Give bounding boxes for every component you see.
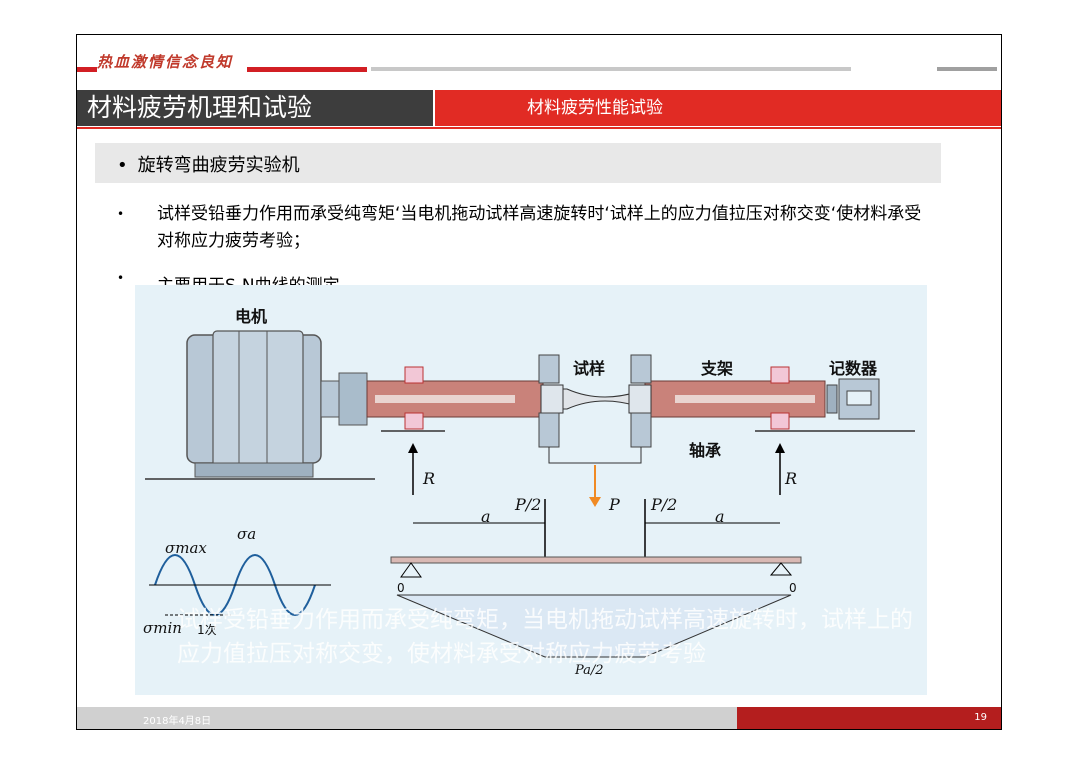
header-bar-red-2 xyxy=(247,67,367,72)
header-bar-red xyxy=(77,67,97,72)
counter-window xyxy=(846,390,872,406)
bullet-1-text: 试样受铅垂力作用而承受纯弯矩‘当电机拖动试样高速旋转时‘试样上的应力值拉压对称交… xyxy=(157,204,922,251)
bearing-label: 轴承 xyxy=(689,441,722,460)
beam xyxy=(390,556,802,564)
force-half-left: P/2 xyxy=(515,495,542,514)
machine-schematic xyxy=(145,330,915,658)
sigma-min-label: σmin xyxy=(143,619,182,637)
counter-label: 记数器 xyxy=(829,359,878,378)
counter-coupling xyxy=(826,384,838,414)
bearing xyxy=(770,366,790,384)
overlay-caption: 试样受铅垂力作用而承受纯弯矩，当电机拖动试样高速旋转时，试样上的应力值拉压对称交… xyxy=(177,607,913,667)
support-pin-left xyxy=(400,562,422,578)
span-label-left: a xyxy=(481,507,491,526)
section-heading-text: 旋转弯曲疲劳实验机 xyxy=(137,155,300,176)
bearing xyxy=(404,366,424,384)
fatigue-machine-diagram: 电机 试样 支架 记数器 轴承 R R P/2 P P/2 a a σmax σ… xyxy=(135,285,927,695)
page-number: 19 xyxy=(974,712,987,723)
title-underline xyxy=(77,127,1001,129)
bullet-dot: • xyxy=(117,207,125,221)
specimen-label: 试样 xyxy=(573,359,606,378)
header-bar-gray xyxy=(371,67,851,71)
motor-core xyxy=(212,330,304,468)
support-roller-right xyxy=(769,562,793,576)
section-title: 材料疲劳性能试验 xyxy=(527,98,663,118)
shaft-right-bore xyxy=(675,395,815,403)
bullet-dot: • xyxy=(117,155,128,176)
cycle-label: 1次 xyxy=(197,623,217,637)
force-arrow-head xyxy=(589,497,601,507)
footer-accent xyxy=(737,707,1001,729)
specimen-grip-left xyxy=(540,384,564,414)
bullet-dot: • xyxy=(117,271,125,285)
reaction-right-head xyxy=(775,443,785,453)
motor-base xyxy=(194,462,314,478)
support-label: 支架 xyxy=(701,359,734,378)
bearing-housing xyxy=(538,412,560,448)
bearing-housing xyxy=(538,354,560,384)
section-title-bar: 材料疲劳性能试验 xyxy=(435,90,1001,126)
specimen-grip-right xyxy=(628,384,652,414)
motor-label: 电机 xyxy=(235,307,268,326)
motto: 热血激情信念良知 xyxy=(97,53,234,71)
span-label-right: a xyxy=(715,507,725,526)
moment-zero-right: 0 xyxy=(789,581,797,595)
heading-box xyxy=(95,143,941,183)
moment-zero-left: 0 xyxy=(397,581,405,595)
bearing xyxy=(770,412,790,430)
reaction-label-left: R xyxy=(423,469,436,488)
bearing-housing xyxy=(630,412,652,448)
reaction-left-head xyxy=(408,443,418,453)
moment-label: Pa/2 xyxy=(575,663,604,678)
force-half-right: P/2 xyxy=(651,495,678,514)
sigma-a-label: σa xyxy=(237,525,257,543)
slide-title: 材料疲劳机理和试验 xyxy=(77,90,433,126)
reaction-label-right: R xyxy=(785,469,798,488)
bearing-housing xyxy=(630,354,652,384)
bearing xyxy=(404,412,424,430)
footer-date: 2018年4月8日 xyxy=(143,716,212,727)
motor-flange xyxy=(338,372,368,426)
force-total: P xyxy=(609,495,620,514)
sigma-max-label: σmax xyxy=(165,539,207,557)
load-hanger xyxy=(548,447,642,464)
motor-coupling xyxy=(320,380,340,418)
section-heading: • 旋转弯曲疲劳实验机 xyxy=(117,151,300,177)
shaft-left-bore xyxy=(375,395,515,403)
header-bar-gray-2 xyxy=(937,67,997,71)
moment-diagram xyxy=(396,594,792,658)
slide: 热血激情信念良知 材料疲劳机理和试验 材料疲劳性能试验 • 旋转弯曲疲劳实验机 •… xyxy=(76,34,1002,730)
